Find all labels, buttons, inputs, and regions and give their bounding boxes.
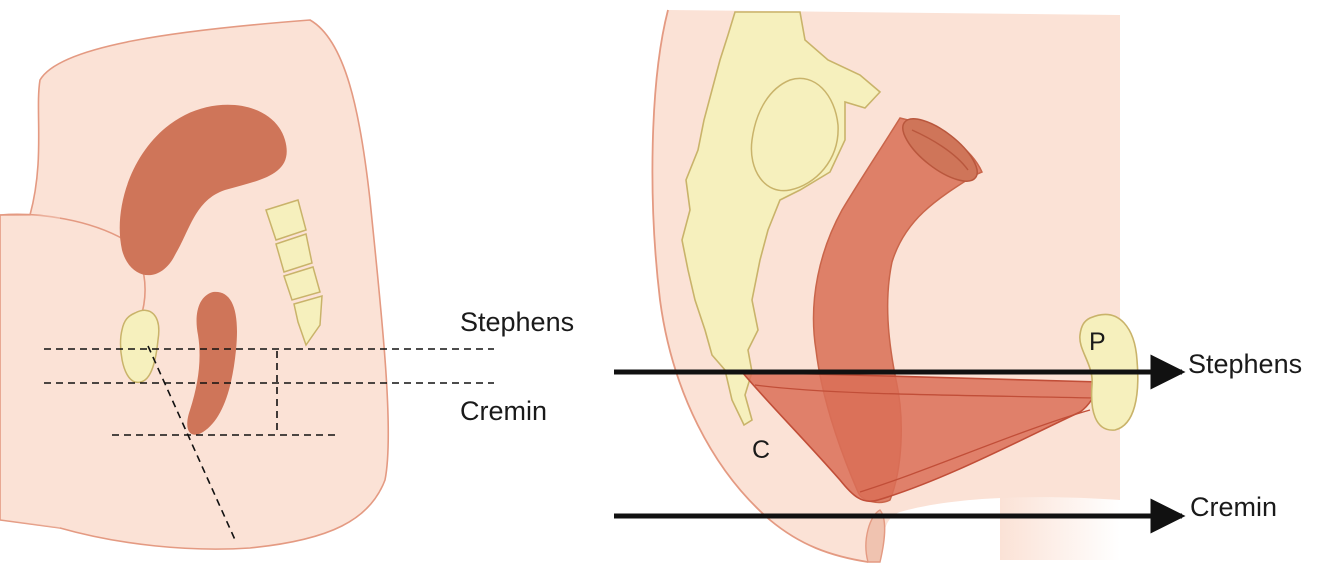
- left-panel: Stephens Cremin: [0, 20, 574, 549]
- left-cremin-label: Cremin: [460, 396, 547, 426]
- right-body-fade: [1000, 15, 1120, 560]
- left-thigh-fade: [0, 215, 60, 528]
- right-stephens-label: Stephens: [1188, 349, 1302, 379]
- right-cremin-label: Cremin: [1190, 492, 1277, 522]
- right-pubis-marker: P: [1089, 328, 1106, 356]
- right-coccyx-marker: C: [752, 436, 770, 464]
- right-panel: Stephens Cremin C P: [614, 10, 1302, 562]
- left-stephens-label: Stephens: [460, 307, 574, 337]
